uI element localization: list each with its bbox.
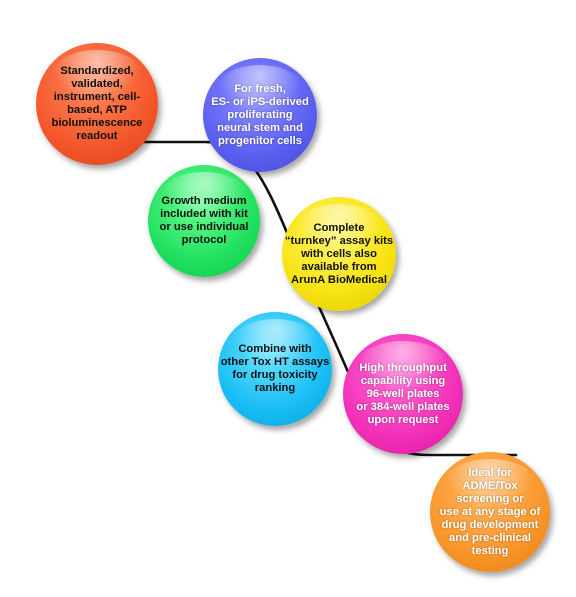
bubble-adme-tox-line: testing — [471, 544, 509, 557]
bubble-tox-ht-text: Combine with other Tox HT assays for dru… — [211, 343, 340, 395]
bubble-readout-line: validated, — [71, 78, 123, 90]
bubble-stem-cells: For fresh, ES- or iPS-derived proliferat… — [203, 58, 317, 172]
bubble-stem-cells-line: progenitor cells — [218, 134, 302, 147]
bubble-readout-line: based, ATP — [67, 104, 127, 116]
bubble-high-throughput-line: capability using — [360, 374, 446, 387]
bubble-readout-line: Standardized, — [60, 65, 134, 77]
bubble-stem-cells-line: ES- or iPS-derived — [211, 95, 309, 108]
bubble-growth-medium-line: protocol — [181, 234, 227, 246]
bubble-readout-text: Standardized, validated, instrument, cel… — [42, 65, 153, 143]
bubble-adme-tox-line: use at any stage of — [439, 505, 541, 518]
bubble-adme-tox-line: screening or — [456, 492, 524, 505]
bubble-high-throughput: High throughput capability using 96-well… — [343, 334, 463, 454]
bubble-stem-cells-line: For fresh, — [234, 82, 286, 95]
bubble-turnkey-kits-line: available from — [301, 260, 377, 273]
bubble-growth-medium-line: included with kit — [160, 208, 248, 220]
bubble-readout-line: readout — [76, 130, 118, 142]
bubble-stem-cells-text: For fresh, ES- or iPS-derived proliferat… — [201, 83, 319, 148]
bubble-growth-medium: Growth medium included with kit or use i… — [148, 165, 260, 277]
bubble-tox-ht-line: other Tox HT assays — [220, 356, 330, 368]
bubble-adme-tox: Ideal for ADME/Tox screening or use at a… — [430, 452, 550, 572]
bubble-turnkey-kits-text: Complete “turnkey” assay kits with cells… — [275, 222, 403, 287]
bubble-high-throughput-line: High throughput — [359, 361, 447, 374]
bubble-readout-line: instrument, cell- — [53, 91, 141, 103]
bubble-growth-medium-text: Growth medium included with kit or use i… — [150, 195, 259, 247]
bubble-adme-tox-line: Ideal for — [468, 466, 512, 479]
bubble-growth-medium-line: Growth medium — [161, 195, 247, 207]
bubble-adme-tox-text: Ideal for ADME/Tox screening or use at a… — [430, 467, 551, 558]
bubble-adme-tox-line: ADME/Tox — [462, 479, 518, 492]
bubble-high-throughput-line: upon request — [367, 413, 439, 426]
bubble-growth-medium-line: or use individual — [159, 221, 249, 233]
bubble-tox-ht-line: Combine with — [238, 343, 312, 355]
bubble-stem-cells-line: neural stem and — [217, 121, 303, 134]
bubble-readout: Standardized, validated, instrument, cel… — [36, 43, 158, 165]
bubble-tox-ht-line: for drug toxicity — [232, 369, 318, 381]
bubble-readout-line: bioluminescence — [51, 117, 143, 129]
bubble-tox-ht-line: ranking — [254, 382, 296, 394]
bubble-turnkey-kits-line: ArunA BioMedical — [291, 273, 387, 286]
bubble-high-throughput-line: 96-well plates — [366, 387, 440, 400]
bubble-tox-ht: Combine with other Tox HT assays for dru… — [218, 312, 332, 426]
bubble-turnkey-kits-line: “turnkey” assay kits — [284, 234, 394, 247]
bubble-adme-tox-line: and pre-clinical — [448, 531, 532, 544]
bubble-turnkey-kits-line: Complete — [313, 221, 365, 234]
bubble-turnkey-kits: Complete “turnkey” assay kits with cells… — [282, 197, 396, 311]
bubble-adme-tox-line: drug development — [441, 518, 539, 531]
bubble-high-throughput-text: High throughput capability using 96-well… — [346, 362, 459, 427]
bubble-stem-cells-line: proliferating — [227, 108, 293, 121]
bubble-turnkey-kits-line: with cells also — [301, 247, 377, 260]
bubble-high-throughput-line: or 384-well plates — [356, 400, 450, 413]
